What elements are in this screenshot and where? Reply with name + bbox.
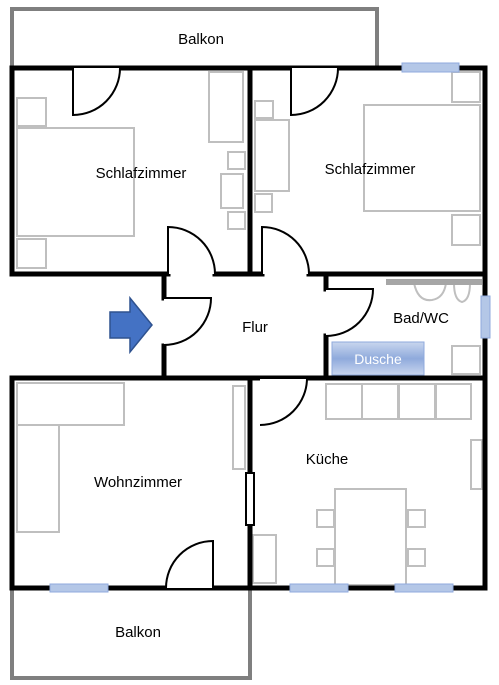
kitchen-cabinet — [325, 383, 363, 420]
sofa-side — [16, 424, 60, 533]
room-label-balcony-bottom: Balkon — [115, 624, 161, 641]
entrance-arrow-icon — [109, 295, 153, 355]
cabinet — [254, 193, 273, 213]
shower-label: Dusche — [354, 351, 402, 367]
wardrobe — [208, 71, 244, 143]
room-label-balcony-top: Balkon — [178, 31, 224, 48]
doors — [72, 67, 375, 589]
window — [401, 62, 460, 73]
shelf — [232, 385, 246, 470]
chair — [316, 548, 335, 567]
door — [325, 288, 375, 337]
sofa-back — [16, 382, 125, 426]
balcony-bottom-railing — [10, 588, 252, 680]
wardrobe — [254, 119, 290, 192]
chair — [407, 548, 426, 567]
washing-machine — [451, 345, 481, 375]
furniture — [16, 71, 483, 586]
windows — [49, 62, 491, 593]
window — [289, 583, 349, 593]
door — [72, 67, 121, 117]
bed — [363, 104, 481, 212]
chair — [407, 509, 426, 528]
cabinet — [227, 151, 246, 170]
nightstand — [16, 97, 47, 127]
bed — [16, 127, 135, 237]
window — [394, 583, 454, 593]
shelf — [470, 439, 483, 490]
nightstand — [16, 238, 47, 269]
chair — [316, 509, 335, 528]
door — [290, 67, 339, 117]
desk — [220, 173, 244, 209]
door — [261, 225, 310, 275]
sink — [413, 282, 447, 302]
toilet — [453, 282, 471, 304]
window — [480, 295, 491, 339]
cabinet — [252, 534, 277, 584]
room-label-bedroom-right: Schlafzimmer — [325, 161, 416, 178]
room-label-kitchen: Küche — [306, 451, 349, 468]
shower — [331, 341, 425, 376]
door — [259, 377, 309, 426]
room-label-living-room: Wohnzimmer — [94, 474, 182, 491]
room-label-bathroom: Bad/WC — [393, 310, 449, 327]
window — [49, 583, 109, 593]
room-label-bedroom-left: Schlafzimmer — [96, 165, 187, 182]
nightstand — [451, 71, 481, 103]
door — [165, 539, 214, 589]
pass-through — [245, 472, 255, 526]
entrance-door — [163, 297, 213, 346]
door — [167, 225, 216, 275]
kitchen-cabinet — [398, 383, 436, 420]
kitchen-cabinet — [435, 383, 472, 420]
balcony-top-railing — [10, 7, 379, 68]
dining-table — [334, 488, 407, 586]
cabinet — [254, 100, 274, 119]
kitchen-cabinet — [361, 383, 399, 420]
room-label-hallway: Flur — [242, 319, 268, 336]
chair — [227, 211, 246, 230]
nightstand — [451, 214, 481, 246]
